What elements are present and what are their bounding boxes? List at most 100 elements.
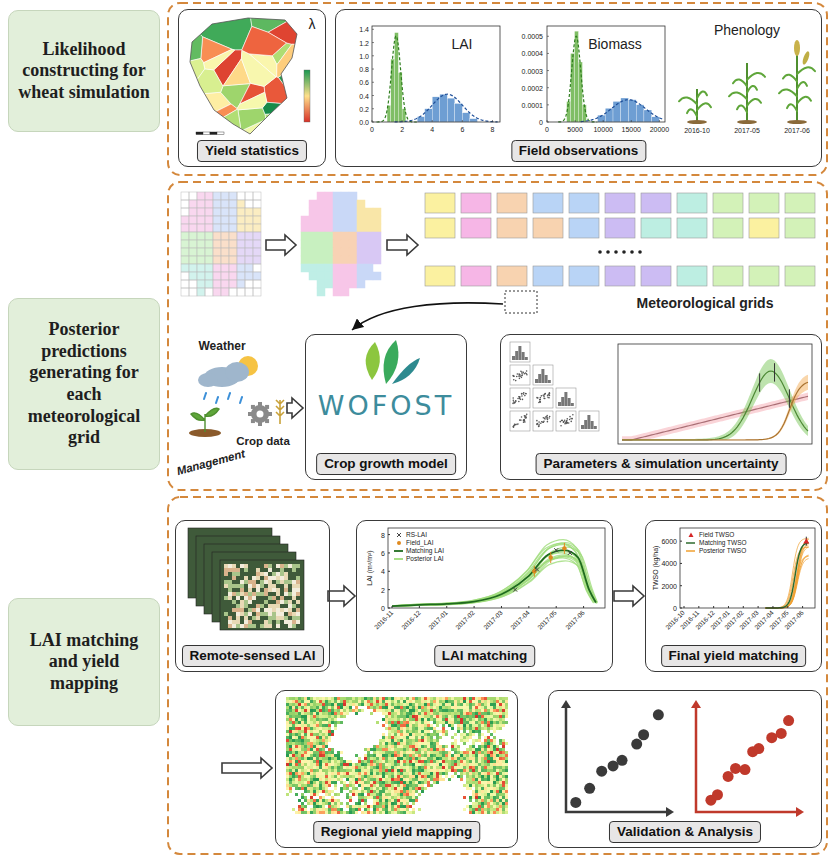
icon-label: Crop data — [236, 436, 290, 448]
tick-label: 5000 — [567, 126, 583, 133]
tick-label: 2 — [400, 126, 404, 133]
block-arrow — [287, 398, 303, 418]
box-tab: Crop growth model — [316, 453, 456, 475]
section-label: Meteorological grids — [637, 296, 774, 310]
tick-label: 2 — [381, 586, 385, 593]
block-arrow — [614, 586, 644, 606]
date-label: 2016-12 — [400, 610, 421, 631]
tick-label: 15000 — [622, 126, 641, 133]
icon-label: Weather — [198, 340, 245, 352]
tick-label: 0 — [673, 605, 677, 612]
dashed-panel — [168, 3, 827, 175]
chart-title: LAI — [451, 37, 472, 51]
legend-label: Field_LAI — [406, 540, 433, 547]
logo-text: WOFOST — [306, 391, 466, 421]
date-label: 2017-04 — [510, 610, 531, 631]
block-arrow — [266, 235, 296, 255]
tick-label: 0 — [370, 126, 374, 133]
date-label: 2017-06 — [784, 127, 810, 134]
block-arrow — [328, 586, 355, 606]
tick-label: 4 — [381, 568, 385, 575]
grid-maps — [181, 192, 815, 330]
legend-label: Matching TWSO — [699, 540, 747, 547]
wheat-plants — [679, 40, 815, 124]
process-box: Regional yield mapping — [275, 690, 518, 848]
tick-label: 0.0001 — [522, 101, 543, 108]
legend-label: Field TWSO — [699, 532, 734, 539]
tick-label: 6000 — [661, 538, 677, 545]
box-tab: Field observations — [511, 140, 646, 162]
tick-label: 0.2 — [359, 105, 369, 112]
date-label: 2017-02 — [455, 610, 476, 631]
dashed-panel — [168, 182, 827, 490]
block-arrow — [387, 235, 418, 255]
date-label: 2016-11 — [373, 610, 394, 631]
box-tab: Remote-sensed LAI — [181, 645, 323, 667]
stage-title: LAI matching and yield mapping — [15, 630, 153, 695]
date-label: 2017-06 — [564, 610, 585, 631]
tick-label: 0.4 — [359, 92, 369, 99]
wofost-leaves — [366, 340, 420, 384]
block-arrow — [222, 758, 272, 778]
tick-label: 0.8 — [359, 66, 369, 73]
box-tab: Parameters & simulation uncertainty — [536, 453, 787, 475]
process-box: Parameters & simulation uncertainty — [500, 334, 822, 480]
tick-label: 2000 — [661, 582, 677, 589]
box-tab: Regional yield mapping — [313, 821, 481, 843]
tick-label: 4 — [430, 126, 434, 133]
tick-label: 8 — [491, 126, 495, 133]
tick-label: 6 — [460, 126, 464, 133]
date-label: 2017-05 — [537, 610, 558, 631]
tick-label: 0.0003 — [522, 67, 543, 74]
tick-label: 10000 — [593, 126, 612, 133]
stage-title: Posterior predictions generating for eac… — [15, 319, 153, 449]
date-label: 2016-10 — [684, 127, 710, 134]
tick-label: 8 — [381, 531, 385, 538]
legend-label: Posterior TWSO — [699, 548, 746, 555]
axis-title: LAI (m²/m²) — [366, 550, 373, 585]
tick-label: 1.4 — [359, 26, 369, 33]
tick-label: 0.0004 — [522, 50, 543, 57]
tick-label: 1.0 — [359, 52, 369, 59]
dashed-panel — [168, 497, 827, 854]
chart-title: Phenology — [714, 23, 780, 37]
box-tab: Final yield matching — [661, 645, 807, 667]
tick-label: 0.0 — [359, 119, 369, 126]
date-label: 2017-05 — [734, 127, 760, 134]
validation-scatter — [561, 700, 804, 817]
stage-title: Likelihood constructing for wheat simula… — [15, 39, 153, 104]
north-arrow: λ — [309, 17, 316, 31]
stage-box: LAI matching and yield mapping — [8, 598, 160, 726]
tick-label: 4000 — [661, 560, 677, 567]
date-label: 2017-01 — [428, 610, 449, 631]
box-tab: Validation & Analysis — [609, 821, 761, 843]
legend-label: RS-LAI — [406, 532, 427, 539]
tick-label: 0.6 — [359, 79, 369, 86]
tick-label: 0 — [381, 605, 385, 612]
lai-matching-chart — [388, 528, 644, 608]
box-tab: Yield statistics — [197, 140, 307, 162]
tick-label: 0 — [539, 119, 543, 126]
tick-label: 6 — [381, 549, 385, 556]
tick-label: 0.0005 — [522, 33, 543, 40]
process-box: Remote-sensed LAI — [175, 520, 330, 672]
tick-label: 20000 — [650, 126, 669, 133]
uncertainty-chart — [618, 344, 812, 444]
tick-label: 0 — [545, 126, 549, 133]
process-box: Yield statistics — [178, 9, 326, 167]
process-box: LAI matching — [356, 520, 613, 672]
box-tab: LAI matching — [434, 645, 536, 667]
axis-title: TWSO (kg/ha) — [652, 546, 659, 591]
stage-box: Likelihood constructing for wheat simula… — [8, 10, 160, 132]
chart-title: Biomass — [588, 37, 642, 51]
legend-label: Matching LAI — [406, 548, 444, 555]
icon-label: Management — [176, 448, 247, 477]
stage-box: Posterior predictions generating for eac… — [8, 298, 160, 470]
yield-map — [186, 14, 310, 140]
tick-label: 1.2 — [359, 39, 369, 46]
date-label: 2017-03 — [482, 610, 503, 631]
legend-label: Posterior LAI — [406, 556, 444, 563]
weather-icons — [189, 356, 303, 437]
process-box: WOFOST Crop growth model — [305, 334, 467, 480]
